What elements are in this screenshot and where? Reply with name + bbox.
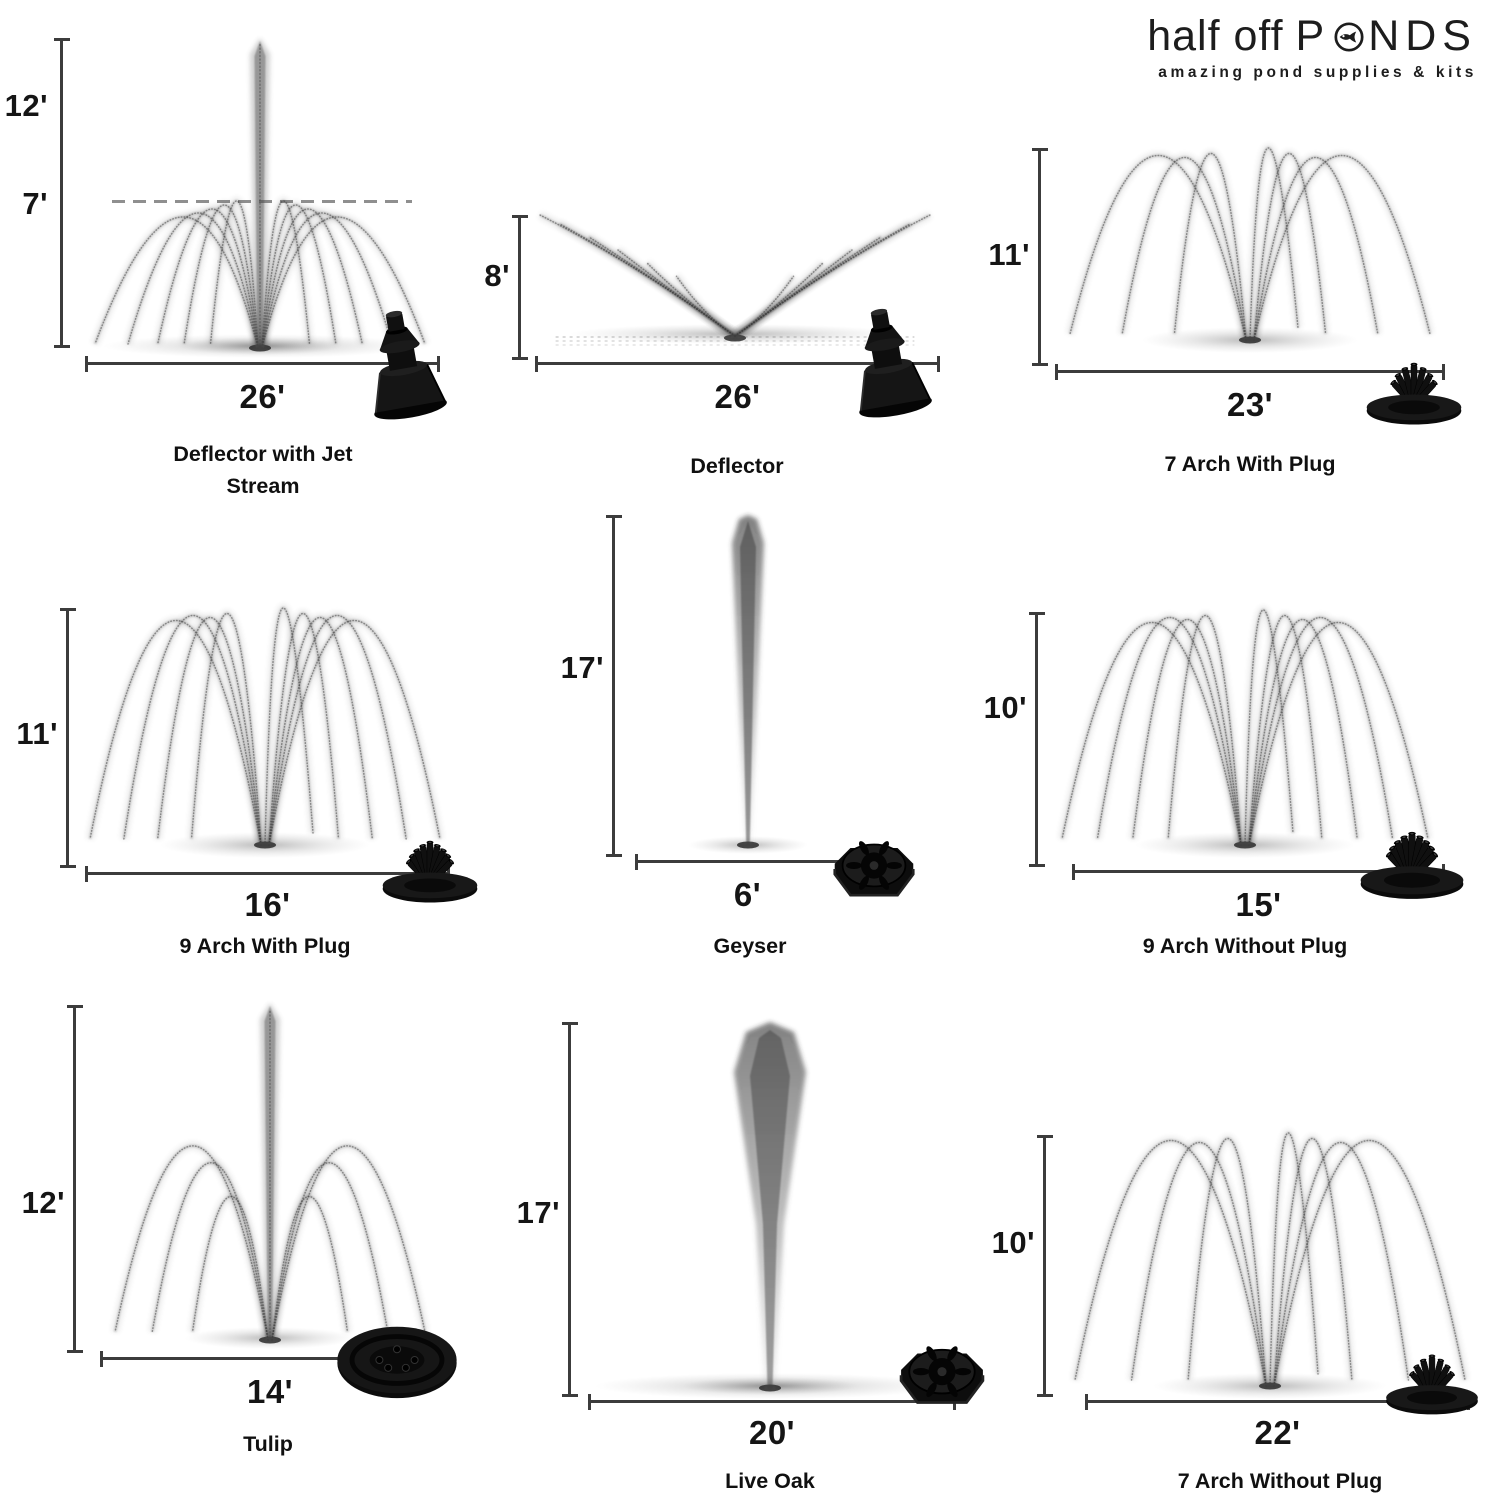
- width-label: 16': [244, 886, 291, 923]
- height-measure-line: [561, 1022, 578, 1397]
- spray-image-tulip: [111, 1003, 429, 1349]
- arch-nozzle-image: [382, 840, 478, 903]
- arch-nozzle-image: [1360, 831, 1464, 899]
- spray-image-geyser: [688, 515, 808, 854]
- height-measure-line: [66, 1005, 83, 1353]
- spray-image-live-oak: [595, 1022, 945, 1399]
- width-measure-line: [588, 1393, 956, 1410]
- fountain-name: 7 Arch Without Plug: [1177, 1469, 1383, 1493]
- height-measure-line: [605, 515, 622, 857]
- height-label: 8': [484, 258, 510, 293]
- fountain-name: Geyser: [713, 934, 787, 958]
- width-label: 23': [1226, 386, 1274, 423]
- width-label: 6': [733, 876, 762, 913]
- brand-tagline: amazing pond supplies & kits: [1158, 64, 1477, 81]
- width-label: 14': [246, 1373, 294, 1410]
- tulip-nozzle-image: [337, 1326, 457, 1399]
- fountain-name: Live Oak: [725, 1469, 815, 1493]
- width-label: 26': [239, 378, 286, 415]
- height-label: 11': [16, 716, 58, 751]
- brand-logo: half off P NDS amazing pond supplies & k…: [1147, 12, 1477, 82]
- height-measure-line: [1036, 1135, 1053, 1397]
- width-label: 22': [1254, 1414, 1301, 1451]
- width-label: 26': [714, 378, 761, 415]
- height-label: 11': [988, 237, 1030, 272]
- spray-image-9-arch: [1058, 606, 1432, 858]
- height-measure-line: [53, 38, 70, 348]
- height-label: 17': [560, 650, 604, 685]
- fountain-name: Tulip: [243, 1432, 293, 1456]
- spray-image-9-arch: [86, 604, 444, 858]
- height-measure-line: [1031, 148, 1048, 366]
- height-label: 10': [991, 1225, 1035, 1260]
- height-label: 10': [983, 690, 1027, 725]
- arch-nozzle-image: [1366, 362, 1462, 425]
- fountain-name: 9 Arch Without Plug: [1142, 934, 1348, 958]
- fountain-name: Deflector: [690, 454, 784, 478]
- width-measure-line: [635, 853, 860, 870]
- width-measure-line: [85, 865, 450, 882]
- height-measure-line: [511, 215, 528, 360]
- width-measure-line: [1085, 1393, 1470, 1410]
- dashed-height-marker: [112, 200, 412, 203]
- fish-in-o-icon: [1332, 20, 1366, 54]
- brand-p: P: [1295, 12, 1331, 60]
- deflector-nozzle-image: [859, 308, 932, 418]
- brand-title: half off P NDS: [1147, 12, 1477, 61]
- width-measure-line: [1072, 863, 1445, 880]
- width-label: 20': [748, 1414, 796, 1451]
- spray-image-7-arch: [1066, 144, 1434, 353]
- geyser-nozzle-image: [899, 1346, 985, 1404]
- width-measure-line: [85, 355, 440, 372]
- fountain-name: Deflector with Jet Stream: [173, 442, 353, 499]
- height-label: 17': [516, 1195, 560, 1230]
- width-label: 15': [1235, 886, 1282, 923]
- brand-ponds: P NDS: [1296, 12, 1477, 61]
- arch-nozzle-image: [1386, 1354, 1478, 1415]
- fountain-name: 7 Arch With Plug: [1164, 452, 1336, 476]
- brand-prefix: half off: [1147, 12, 1284, 60]
- spray-image-deflector: [538, 211, 932, 346]
- geyser-nozzle-image: [833, 841, 915, 897]
- width-measure-line: [535, 355, 940, 372]
- secondary-height-label: 7': [22, 186, 48, 221]
- brand-suffix: NDS: [1368, 12, 1477, 60]
- height-label: 12': [4, 88, 48, 123]
- height-measure-line: [59, 608, 76, 868]
- width-measure-line: [1055, 363, 1445, 380]
- fountain-name: 9 Arch With Plug: [179, 934, 351, 958]
- height-label: 12': [21, 1185, 65, 1220]
- spray-image-deflector-jet: [91, 38, 429, 358]
- deflector-nozzle-image: [374, 310, 447, 420]
- width-measure-line: [100, 1350, 440, 1367]
- height-measure-line: [1028, 612, 1045, 867]
- spray-image-7-arch: [1071, 1129, 1469, 1399]
